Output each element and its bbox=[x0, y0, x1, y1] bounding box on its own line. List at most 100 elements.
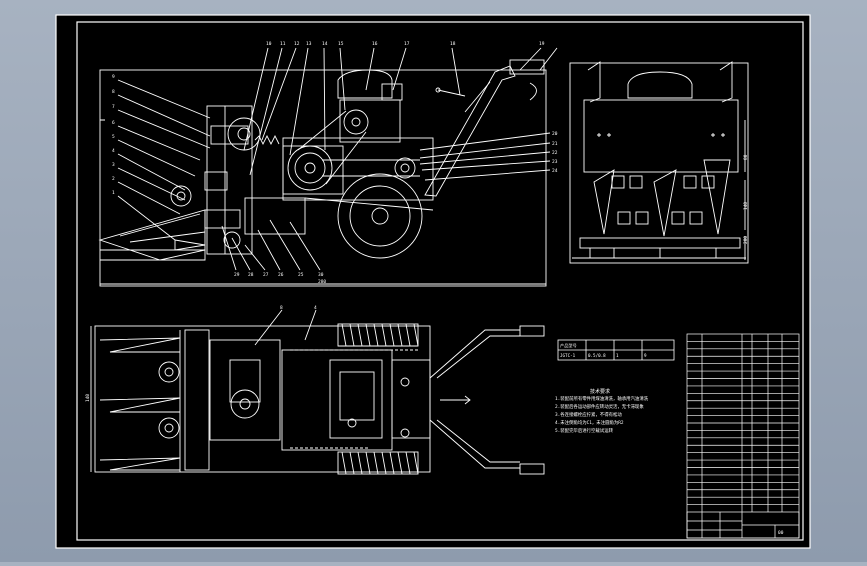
callout-top-17: 17 bbox=[404, 41, 410, 47]
callout-left-4: 4 bbox=[112, 148, 115, 154]
callout-top-13: 13 bbox=[306, 41, 312, 47]
tech-req-block: 技术要求 1.装配前所有零件用煤油清洗，轴承用汽油清洗 2.装配后各运动部件应转… bbox=[555, 388, 649, 434]
spec-table bbox=[557, 339, 675, 361]
spring bbox=[254, 134, 280, 146]
plan-dimension: 140 bbox=[85, 394, 91, 402]
plan-view bbox=[90, 309, 545, 475]
front-body bbox=[583, 99, 739, 173]
front-view-frame bbox=[569, 62, 749, 264]
callout-bottom-29: 29 bbox=[234, 272, 240, 278]
front-divider-mid bbox=[653, 169, 677, 237]
tech-req-line-3: 3.各连接螺栓应拧紧，不得有松动 bbox=[555, 411, 622, 418]
handle-grip bbox=[509, 59, 545, 75]
header-divider bbox=[100, 119, 206, 261]
engine-tank bbox=[337, 69, 393, 99]
plan-callout-4: 4 bbox=[314, 305, 317, 311]
idler-pulley bbox=[394, 157, 416, 179]
throttle-lever bbox=[437, 89, 466, 97]
callout-right-21: 21 bbox=[552, 141, 558, 147]
side-view-dimension: 280 bbox=[318, 279, 326, 285]
front-engine-tank bbox=[627, 71, 693, 99]
front-divider-left bbox=[593, 169, 615, 235]
drive-wheel bbox=[337, 173, 423, 259]
callout-right-24: 24 bbox=[552, 168, 558, 174]
callout-right-20: 20 bbox=[552, 131, 558, 137]
callout-left-7: 7 bbox=[112, 104, 115, 110]
front-view bbox=[569, 61, 749, 264]
front-dim-1: 80 bbox=[743, 154, 749, 160]
drawing-sheet bbox=[55, 14, 811, 549]
cutter-discs bbox=[158, 361, 180, 439]
callout-left-9: 9 bbox=[112, 74, 115, 80]
front-divider-right bbox=[703, 159, 731, 235]
tech-req-line-2: 2.装配后各运动部件应转动灵活，无卡滞现象 bbox=[555, 403, 644, 410]
plan-tracks bbox=[337, 323, 419, 475]
callout-top-10: 10 bbox=[266, 41, 272, 47]
callout-left-1: 1 bbox=[112, 190, 115, 196]
plan-callout-8: 8 bbox=[280, 305, 283, 311]
leader-lines-top bbox=[243, 47, 558, 176]
plan-gearbox bbox=[209, 339, 281, 441]
plan-leaders bbox=[254, 309, 317, 346]
callout-bottom-25: 25 bbox=[298, 272, 304, 278]
callout-right-23: 23 bbox=[552, 159, 558, 165]
leader-lines-left bbox=[117, 79, 211, 241]
callout-right-22: 22 bbox=[552, 150, 558, 156]
callout-left-6: 6 bbox=[112, 120, 115, 126]
plan-grip-top bbox=[519, 325, 545, 337]
callout-top-14: 14 bbox=[322, 41, 328, 47]
drawing-border bbox=[76, 21, 804, 541]
spec-cell-0: JGTC-1 bbox=[560, 353, 576, 358]
callout-top-18: 18 bbox=[450, 41, 456, 47]
drive-pulley bbox=[287, 145, 333, 191]
header-frame bbox=[184, 329, 210, 471]
spec-header-1: 产品型号 bbox=[560, 342, 577, 349]
spec-cell-1: 0.5/0.8 bbox=[588, 353, 606, 358]
plan-handle bbox=[429, 329, 520, 469]
callout-left-2: 2 bbox=[112, 176, 115, 182]
callout-top-15: 15 bbox=[338, 41, 344, 47]
front-dim-3: 280 bbox=[743, 236, 749, 244]
header-fingers bbox=[99, 337, 181, 471]
tech-req-line-1: 1.装配前所有零件用煤油清洗，轴承用汽油清洗 bbox=[555, 395, 649, 402]
callout-bottom-28: 28 bbox=[248, 272, 254, 278]
callout-left-3: 3 bbox=[112, 162, 115, 168]
callout-top-12: 12 bbox=[294, 41, 300, 47]
gear-train bbox=[170, 185, 241, 249]
callout-left-8: 8 bbox=[112, 89, 115, 95]
callout-bottom-27: 27 bbox=[263, 272, 269, 278]
drawing-number: 00 bbox=[778, 530, 784, 536]
callout-bottom-26: 26 bbox=[278, 272, 284, 278]
crank-plate bbox=[244, 197, 306, 235]
header-nose bbox=[174, 239, 206, 251]
callout-left-5: 5 bbox=[112, 134, 115, 140]
engine-block bbox=[339, 99, 401, 143]
front-bolts bbox=[597, 133, 725, 137]
cutter-body bbox=[206, 105, 253, 255]
header-blade bbox=[98, 209, 206, 261]
spec-cell-2: 1 bbox=[616, 353, 619, 358]
drive-belt bbox=[297, 110, 367, 185]
callout-bottom-30: 30 bbox=[318, 272, 324, 278]
spec-cell-3: 9 bbox=[644, 353, 647, 358]
leader-lines-right bbox=[419, 132, 551, 181]
callout-top-11: 11 bbox=[280, 41, 286, 47]
side-view-frame bbox=[99, 69, 547, 287]
engine-pulley bbox=[343, 109, 369, 135]
callout-top-19: 19 bbox=[539, 41, 545, 47]
plan-grip-bottom bbox=[519, 463, 545, 475]
side-view bbox=[98, 47, 558, 287]
plan-flywheel bbox=[230, 389, 260, 419]
leader-lines-bottom bbox=[221, 219, 321, 271]
handle-bar bbox=[424, 65, 516, 197]
tech-req-line-4: 4.未注倒角均为C1，未注圆角为R2 bbox=[555, 419, 624, 426]
title-block bbox=[686, 333, 800, 539]
callout-top-16: 16 bbox=[372, 41, 378, 47]
plan-chain bbox=[290, 349, 420, 449]
tech-req-title: 技术要求 bbox=[590, 388, 610, 395]
front-gear-boxes bbox=[611, 175, 715, 225]
tech-req-line-5: 5.装配完毕后进行空载试运转 bbox=[555, 427, 614, 434]
front-dim-2: 140 bbox=[743, 202, 749, 210]
